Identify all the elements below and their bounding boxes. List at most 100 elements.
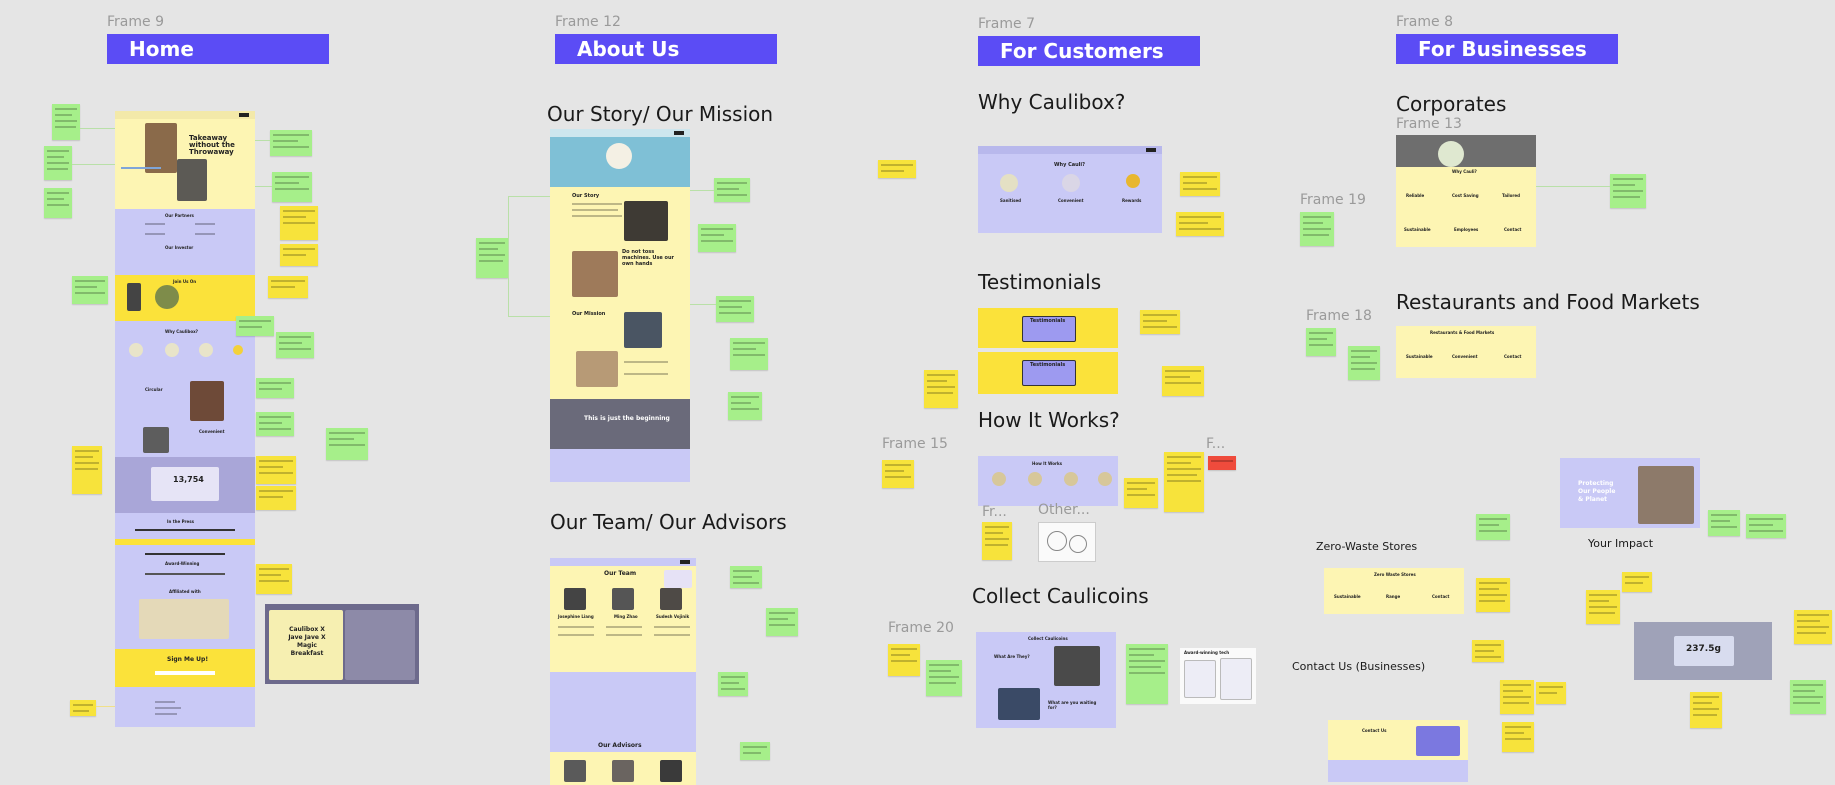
sticky-note-about-5[interactable] [730,338,768,370]
sticky-note-home-9[interactable] [280,206,318,240]
sticky-note-home-5[interactable] [72,446,102,494]
sticky-note-home-3[interactable] [44,188,72,218]
frame-label-fr[interactable]: Fr... [982,504,1007,520]
sticky-note-home-18[interactable] [256,486,296,510]
businesses-contact-mockup[interactable]: Contact Us [1328,720,1468,782]
sticky-note-home-19[interactable] [256,564,292,594]
customers-testimonials-mockup-2[interactable]: Testimonials [978,352,1118,394]
about-mock-mission: Our Mission [572,311,606,317]
sticky-note-home-17[interactable] [256,456,296,484]
customers-collect-mockup[interactable]: Collect Caulicoins What Are They? What a… [976,632,1116,728]
customers-testimonials-title: Testimonials [978,270,1102,294]
sticky-note-about-2[interactable] [714,178,750,202]
about-story-mockup[interactable]: Our Story Do not toss machines. Use our … [550,129,690,482]
frame-label-about[interactable]: Frame 12 [555,14,621,30]
about-mock-team: Our Team [604,570,637,577]
sticky-note-cust-1[interactable] [878,160,916,178]
sticky-note-cust-5[interactable] [1140,310,1180,334]
sticky-note-home-7[interactable] [270,130,312,156]
sticky-note-home-6[interactable] [70,700,96,716]
home-page-mockup[interactable]: Takeaway without the Throwaway Our Partn… [115,111,255,727]
sticky-note-cust-3[interactable] [1176,212,1224,236]
sticky-note-bus-2[interactable] [1610,174,1646,208]
contact-form[interactable] [1416,726,1460,756]
sticky-note-bus-6[interactable] [1476,578,1510,612]
sticky-note-home-16[interactable] [326,428,368,460]
sticky-note-cust-4[interactable] [924,370,958,408]
sticky-note-bus-5[interactable] [1476,514,1510,540]
businesses-restaurants-mockup[interactable]: Restaurants & Food Markets Sustainable C… [1396,326,1536,378]
frame-label-businesses[interactable]: Frame 8 [1396,14,1453,30]
frame-label-other[interactable]: Other... [1038,502,1090,518]
sticky-note-bus-11[interactable] [1708,510,1740,536]
customers-other-diagram[interactable] [1038,522,1096,562]
sticky-note-about-1[interactable] [476,238,508,278]
sticky-note-bus-15[interactable] [1794,610,1832,644]
businesses-impact-mockup[interactable]: Protecting Our People & Planet [1560,458,1700,528]
page-tag-customers[interactable]: For Customers [978,36,1200,66]
sticky-note-home-10[interactable] [280,244,318,266]
sticky-note-bus-16[interactable] [1790,680,1826,714]
sticky-note-cust-13[interactable] [1126,644,1168,704]
sticky-note-about-4[interactable] [716,296,754,322]
sticky-note-home-15[interactable] [256,412,294,436]
businesses-corporates-mockup[interactable]: Why Cauli? Reliable Cost Saving Tailored… [1396,135,1536,247]
sticky-note-bus-4[interactable] [1348,346,1380,380]
customers-why-mockup[interactable]: Why Cauli? Sanitised Convenient Rewards [978,146,1162,233]
sticky-note-cust-6[interactable] [1162,366,1204,396]
customers-award-mockup[interactable]: Award-winning tech [1180,648,1256,704]
sticky-note-about-7[interactable] [730,566,762,588]
sticky-note-bus-1[interactable] [1300,212,1334,246]
home-promo-popup[interactable]: Caulibox X Jave Jave X Magic Breakfast [265,604,419,684]
sticky-note-bus-3[interactable] [1306,328,1336,356]
sticky-note-home-14[interactable] [256,378,294,398]
sticky-note-bus-8[interactable] [1500,680,1534,714]
sticky-note-bus-14[interactable] [1586,590,1620,624]
businesses-zero-waste-mockup[interactable]: Zero Waste Stores Sustainable Range Cont… [1324,568,1464,614]
sticky-note-cust-red[interactable] [1208,456,1236,470]
businesses-impact-stat-mockup[interactable]: 237.5g [1634,622,1772,680]
frame-label-15[interactable]: Frame 15 [882,436,948,452]
sticky-note-bus-9[interactable] [1502,722,1534,752]
sticky-note-bus-13[interactable] [1622,572,1652,592]
customers-mock-what: What Are They? [994,654,1030,659]
sticky-note-home-11[interactable] [268,276,308,298]
sticky-note-bus-17[interactable] [1690,692,1722,728]
sticky-note-bus-12[interactable] [1746,514,1786,538]
sticky-note-about-3[interactable] [698,224,736,252]
frame-label-f[interactable]: F... [1206,436,1226,452]
customers-testimonials-mockup-1[interactable]: Testimonials [978,308,1118,348]
frame-label-customers[interactable]: Frame 7 [978,16,1035,32]
frame-label-20[interactable]: Frame 20 [888,620,954,636]
home-signup-heading[interactable]: Sign Me Up! [167,656,209,663]
sticky-note-home-2[interactable] [44,146,72,180]
page-tag-about[interactable]: About Us [555,34,777,64]
sticky-note-bus-10[interactable] [1536,682,1566,704]
frame-label-home[interactable]: Frame 9 [107,14,164,30]
sticky-note-about-6[interactable] [728,392,762,420]
page-tag-businesses[interactable]: For Businesses [1396,34,1618,64]
sticky-note-cust-2[interactable] [1180,172,1220,196]
sticky-note-home-4[interactable] [72,276,108,304]
sticky-note-about-8[interactable] [766,608,798,636]
sticky-note-about-9[interactable] [718,672,748,696]
page-tag-home[interactable]: Home [107,34,329,64]
frame-label-18[interactable]: Frame 18 [1306,308,1372,324]
sticky-note-about-10[interactable] [740,742,770,760]
frame-label-13[interactable]: Frame 13 [1396,116,1462,132]
sticky-note-cust-10[interactable] [982,522,1012,560]
sticky-note-cust-9[interactable] [1164,452,1204,512]
sticky-note-cust-7[interactable] [882,460,914,488]
customers-how-mockup[interactable]: How It Works [978,456,1118,506]
sticky-note-home-8[interactable] [272,172,312,202]
sticky-note-home-12[interactable] [236,316,274,336]
sticky-note-home-1[interactable] [52,104,80,140]
sticky-note-bus-7[interactable] [1472,640,1504,662]
sticky-note-cust-8[interactable] [1124,478,1158,508]
about-team-mockup[interactable]: Our Team Josephine Liang Ming Zhao Sudes… [550,558,696,785]
businesses-contact-title: Contact Us (Businesses) [1292,660,1426,673]
frame-label-19[interactable]: Frame 19 [1300,192,1366,208]
sticky-note-cust-12[interactable] [926,660,962,696]
sticky-note-home-13[interactable] [276,332,314,358]
sticky-note-cust-11[interactable] [888,644,920,676]
